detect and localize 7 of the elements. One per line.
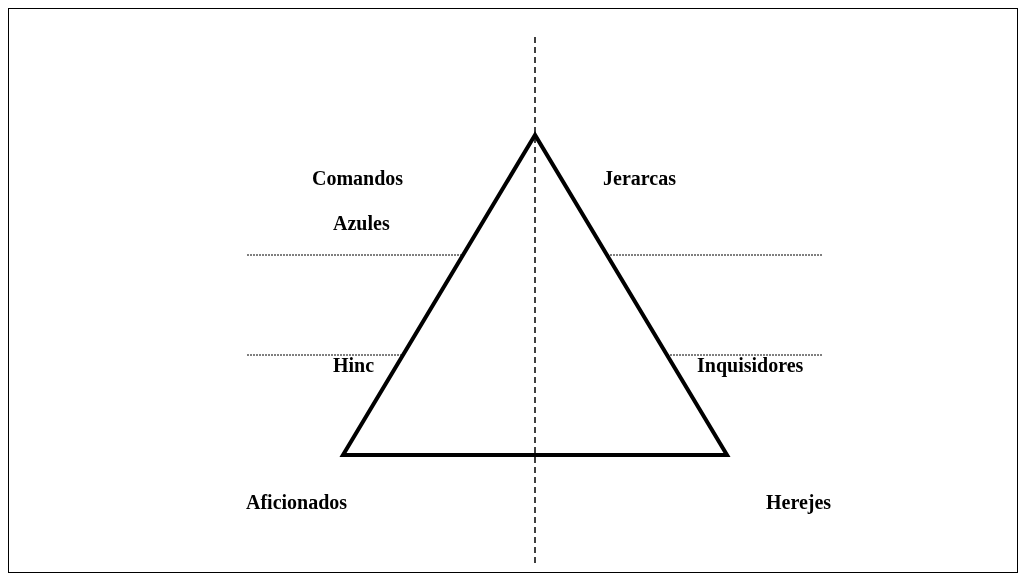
tier-label: Inquisidores: [697, 353, 804, 377]
tier-label: Aficionados: [246, 490, 348, 514]
tier-label: Jerarcas: [603, 166, 676, 190]
tier-label: Herejes: [766, 490, 832, 514]
tier-label: Comandos: [312, 166, 404, 190]
tier-label: Hinc: [333, 353, 375, 377]
tier-label: Azules: [333, 211, 390, 235]
